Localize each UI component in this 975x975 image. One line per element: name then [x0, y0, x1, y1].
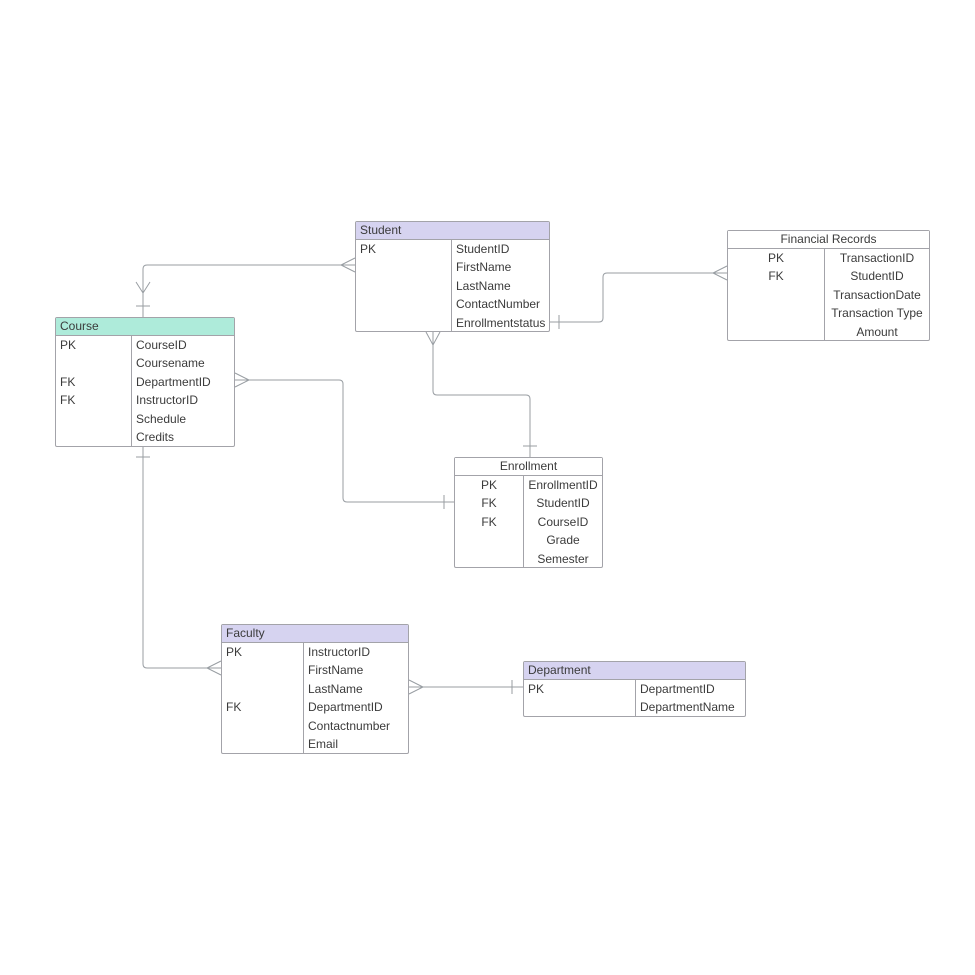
field-cell: Contactnumber [308, 718, 391, 733]
key-cell: PK [222, 643, 304, 662]
crow-foot-marker [408, 679, 425, 695]
field-cell: DepartmentID [640, 682, 715, 696]
field-cell: InstructorID [308, 645, 371, 659]
entity-title: Department [524, 662, 745, 680]
key-cell: PK [356, 240, 452, 259]
relationship-path [432, 345, 531, 457]
entity-fields: PK DepartmentID DepartmentName [524, 680, 745, 717]
field-cell: DepartmentName [640, 700, 735, 715]
key-cell [356, 295, 452, 314]
relationship-path [550, 272, 713, 323]
relationship-course-faculty[interactable] [136, 447, 222, 676]
relationship-student-course[interactable] [135, 257, 356, 317]
field-cell: LastName [308, 681, 363, 696]
field-cell: CourseID [537, 514, 589, 529]
field-cell: StudentID [536, 496, 590, 511]
entity-title: Financial Records [728, 231, 929, 249]
crow-foot-marker [205, 660, 222, 676]
crow-foot-marker [339, 257, 356, 273]
crow-foot-marker [711, 265, 728, 281]
field-cell: FirstName [308, 663, 364, 678]
chevron-marker [135, 281, 151, 294]
field-cell: FirstName [456, 260, 512, 275]
entity-department[interactable]: Department PK DepartmentID DepartmentNam… [523, 661, 746, 717]
key-cell [728, 322, 825, 341]
entity-title: Course [56, 318, 234, 336]
relationship-student-enrollment[interactable] [425, 331, 537, 457]
entity-course[interactable]: Course PK CourseID Coursename FK Departm… [55, 317, 235, 447]
entity-title: Faculty [222, 625, 408, 643]
key-cell [455, 549, 524, 568]
key-cell: FK [56, 372, 132, 392]
relationship-path [249, 379, 454, 503]
key-cell: PK [455, 476, 524, 495]
key-cell: PK [728, 249, 825, 268]
entity-enrollment[interactable]: Enrollment PK EnrollmentID FK StudentID … [454, 457, 603, 568]
field-cell: Enrollmentstatus [456, 315, 546, 330]
crow-foot-marker [425, 331, 441, 347]
key-cell [356, 276, 452, 296]
entity-student[interactable]: Student PK StudentID FirstName LastName … [355, 221, 550, 332]
key-cell: PK [524, 680, 636, 699]
entity-fields: PK EnrollmentID FK StudentID FK CourseID… [455, 476, 602, 568]
field-cell: InstructorID [136, 393, 199, 408]
key-cell [56, 427, 132, 447]
relationship-course-enrollment[interactable] [234, 372, 454, 509]
field-cell: Credits [136, 429, 175, 444]
field-cell: EnrollmentID [528, 478, 598, 492]
key-cell: FK [455, 512, 524, 532]
field-cell: CourseID [136, 338, 187, 352]
entity-fields: PK CourseID Coursename FK DepartmentID F… [56, 336, 234, 447]
key-cell [728, 285, 825, 305]
key-cell: FK [222, 698, 304, 717]
field-cell: DepartmentID [136, 374, 211, 389]
field-cell: Semester [537, 551, 589, 566]
field-cell: TransactionID [839, 251, 915, 265]
key-cell: FK [455, 494, 524, 513]
key-cell [222, 716, 304, 735]
field-cell: Email [308, 736, 339, 751]
key-cell: PK [56, 336, 132, 355]
key-cell [728, 304, 825, 323]
key-cell [56, 354, 132, 373]
entity-fields: PK TransactionID FK StudentID Transactio… [728, 249, 929, 341]
entity-fields: PK InstructorID FirstName LastName FK De… [222, 643, 408, 754]
relationship-faculty-department[interactable] [408, 679, 523, 695]
key-cell [524, 698, 636, 717]
key-cell [356, 313, 452, 332]
field-cell: StudentID [456, 242, 510, 256]
key-cell: FK [728, 267, 825, 286]
entity-title: Enrollment [455, 458, 602, 476]
entity-faculty[interactable]: Faculty PK InstructorID FirstName LastNa… [221, 624, 409, 754]
entity-financial-records[interactable]: Financial Records PK TransactionID FK St… [727, 230, 930, 341]
entity-fields: PK StudentID FirstName LastName ContactN… [356, 240, 549, 332]
key-cell [222, 734, 304, 754]
field-cell: Transaction Type [831, 306, 923, 321]
field-cell: Grade [546, 533, 580, 548]
key-cell [356, 258, 452, 277]
key-cell [222, 679, 304, 699]
relationship-path [142, 264, 341, 317]
field-cell: Schedule [136, 411, 187, 426]
relationship-path [142, 447, 207, 669]
field-cell: Coursename [136, 356, 205, 371]
key-cell [222, 661, 304, 680]
field-cell: StudentID [850, 269, 904, 284]
field-cell: ContactNumber [456, 297, 541, 312]
field-cell: TransactionDate [833, 287, 921, 302]
key-cell: FK [56, 391, 132, 410]
entity-title: Student [356, 222, 549, 240]
field-cell: LastName [456, 278, 511, 293]
crow-foot-marker [234, 372, 251, 388]
relationship-student-financial-records[interactable] [550, 265, 728, 329]
field-cell: DepartmentID [308, 700, 383, 715]
key-cell [56, 409, 132, 428]
key-cell [455, 531, 524, 550]
field-cell: Amount [856, 324, 898, 339]
